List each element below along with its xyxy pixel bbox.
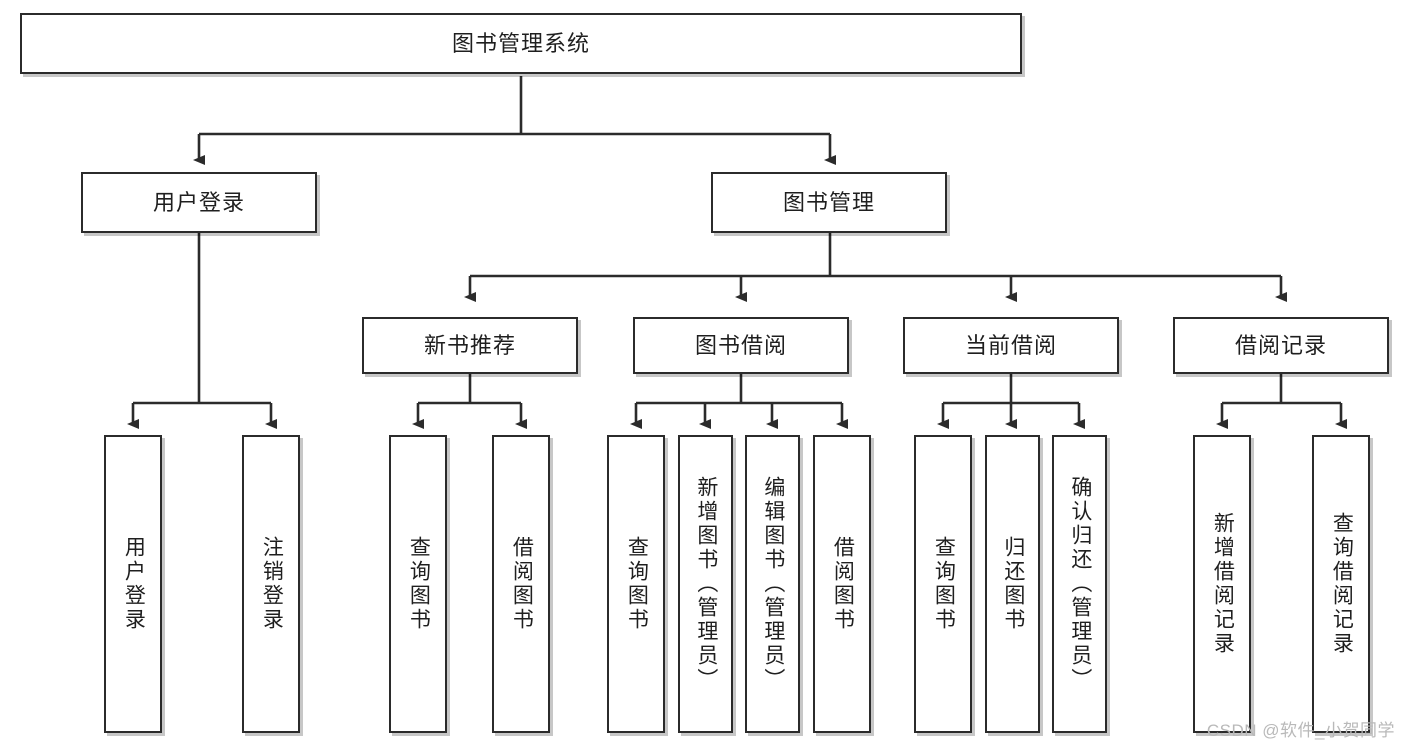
node-leaf-borrow-book-1-label: 借阅图书 [510, 536, 534, 632]
node-user-login-label: 用户登录 [152, 189, 245, 215]
node-leaf-user-login[interactable]: 用户登录 [104, 435, 162, 733]
node-leaf-confirm-return-label: 确认归还（管理员） [1068, 476, 1092, 692]
node-leaf-add-book-label: 新增图书（管理员） [694, 476, 718, 692]
node-current-borrow[interactable]: 当前借阅 [903, 317, 1119, 374]
node-leaf-query-record[interactable]: 查询借阅记录 [1312, 435, 1370, 733]
node-book-manage-label: 图书管理 [782, 189, 875, 215]
node-leaf-add-record-label: 新增借阅记录 [1211, 512, 1235, 656]
watermark-text: CSDN @软件_小贺同学 [1206, 721, 1395, 740]
node-leaf-user-logout-label: 注销登录 [260, 536, 284, 632]
node-root[interactable]: 图书管理系统 [20, 13, 1022, 74]
node-leaf-user-login-label: 用户登录 [122, 536, 146, 632]
node-new-book-rec-label: 新书推荐 [423, 332, 516, 358]
node-leaf-query-book-3-label: 查询图书 [932, 536, 956, 632]
node-book-borrow[interactable]: 图书借阅 [633, 317, 849, 374]
node-leaf-edit-book[interactable]: 编辑图书（管理员） [745, 435, 800, 733]
node-borrow-record[interactable]: 借阅记录 [1173, 317, 1389, 374]
node-leaf-return-book[interactable]: 归还图书 [985, 435, 1040, 733]
node-root-label: 图书管理系统 [451, 30, 590, 56]
node-book-borrow-label: 图书借阅 [694, 332, 787, 358]
node-leaf-add-book[interactable]: 新增图书（管理员） [678, 435, 733, 733]
node-leaf-query-record-label: 查询借阅记录 [1330, 512, 1354, 656]
node-leaf-borrow-book-1[interactable]: 借阅图书 [492, 435, 550, 733]
node-leaf-confirm-return[interactable]: 确认归还（管理员） [1052, 435, 1107, 733]
node-leaf-query-book-1-label: 查询图书 [407, 536, 431, 632]
node-leaf-return-book-label: 归还图书 [1001, 536, 1025, 632]
node-leaf-edit-book-label: 编辑图书（管理员） [761, 476, 785, 692]
node-leaf-borrow-book-2[interactable]: 借阅图书 [813, 435, 871, 733]
node-new-book-rec[interactable]: 新书推荐 [362, 317, 578, 374]
node-leaf-query-book-2-label: 查询图书 [625, 536, 649, 632]
node-book-manage[interactable]: 图书管理 [711, 172, 947, 233]
node-user-login[interactable]: 用户登录 [81, 172, 317, 233]
node-leaf-add-record[interactable]: 新增借阅记录 [1193, 435, 1251, 733]
node-leaf-query-book-1[interactable]: 查询图书 [389, 435, 447, 733]
node-current-borrow-label: 当前借阅 [964, 332, 1057, 358]
node-borrow-record-label: 借阅记录 [1234, 332, 1327, 358]
node-leaf-borrow-book-2-label: 借阅图书 [831, 536, 855, 632]
node-leaf-query-book-3[interactable]: 查询图书 [914, 435, 972, 733]
node-leaf-user-logout[interactable]: 注销登录 [242, 435, 300, 733]
node-leaf-query-book-2[interactable]: 查询图书 [607, 435, 665, 733]
